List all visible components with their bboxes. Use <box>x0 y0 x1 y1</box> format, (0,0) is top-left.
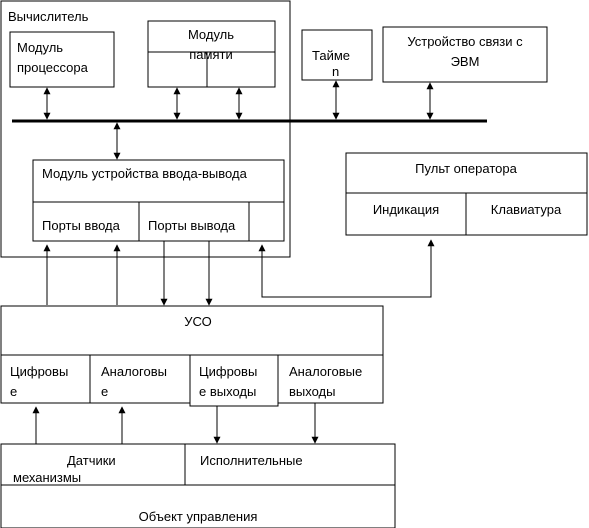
memory-module-box <box>147 20 276 88</box>
digital-outputs-box <box>189 354 279 407</box>
io-module-box <box>32 159 285 242</box>
analog-inputs-label-line2: е <box>101 384 108 399</box>
timer-label-line2: n <box>332 64 339 79</box>
memory-module-label-line1: Модуль <box>188 27 234 42</box>
analog-outputs-label-line2: выходы <box>289 384 335 399</box>
actuators-label: Исполнительные <box>200 453 303 468</box>
control-object-box <box>0 443 396 528</box>
digital-outputs-label-line1: Цифровы <box>199 364 257 379</box>
sensors-label-line1: Датчики <box>67 453 116 468</box>
digital-inputs-label-line1: Цифровы <box>10 364 68 379</box>
control-object-title: Объект управления <box>139 509 258 524</box>
keyboard-label: Клавиатура <box>491 202 562 217</box>
evm-link-label-line1: Устройство связи с <box>407 34 523 49</box>
output-ports-label: Порты вывода <box>148 218 236 233</box>
processor-module-box <box>9 31 115 88</box>
io-module-title: Модуль устройства ввода-вывода <box>42 166 248 181</box>
indication-label: Индикация <box>373 202 439 217</box>
timer-label-line1: Тайме <box>312 48 350 63</box>
computer-title: Вычислитель <box>8 9 89 24</box>
digital-outputs-label-line2: е выходы <box>199 384 256 399</box>
uso-title: УСО <box>184 314 211 329</box>
digital-inputs-label-line2: е <box>10 384 17 399</box>
input-ports-label: Порты ввода <box>42 218 121 233</box>
evm-link-box <box>382 26 548 83</box>
sensors-label-line2: механизмы <box>13 470 81 485</box>
operator-panel-title: Пульт оператора <box>415 161 517 176</box>
operator-panel-io-arrow <box>258 239 435 298</box>
evm-link-label-line2: ЭВМ <box>451 54 480 69</box>
processor-module-label-line1: Модуль <box>17 40 63 55</box>
processor-module-label-line2: процессора <box>17 60 89 75</box>
analog-outputs-label-line1: Аналоговые <box>289 364 362 379</box>
memory-module-label-line2: памяти <box>189 47 232 62</box>
timer-box <box>301 29 373 81</box>
analog-inputs-label-line1: Аналоговы <box>101 364 167 379</box>
